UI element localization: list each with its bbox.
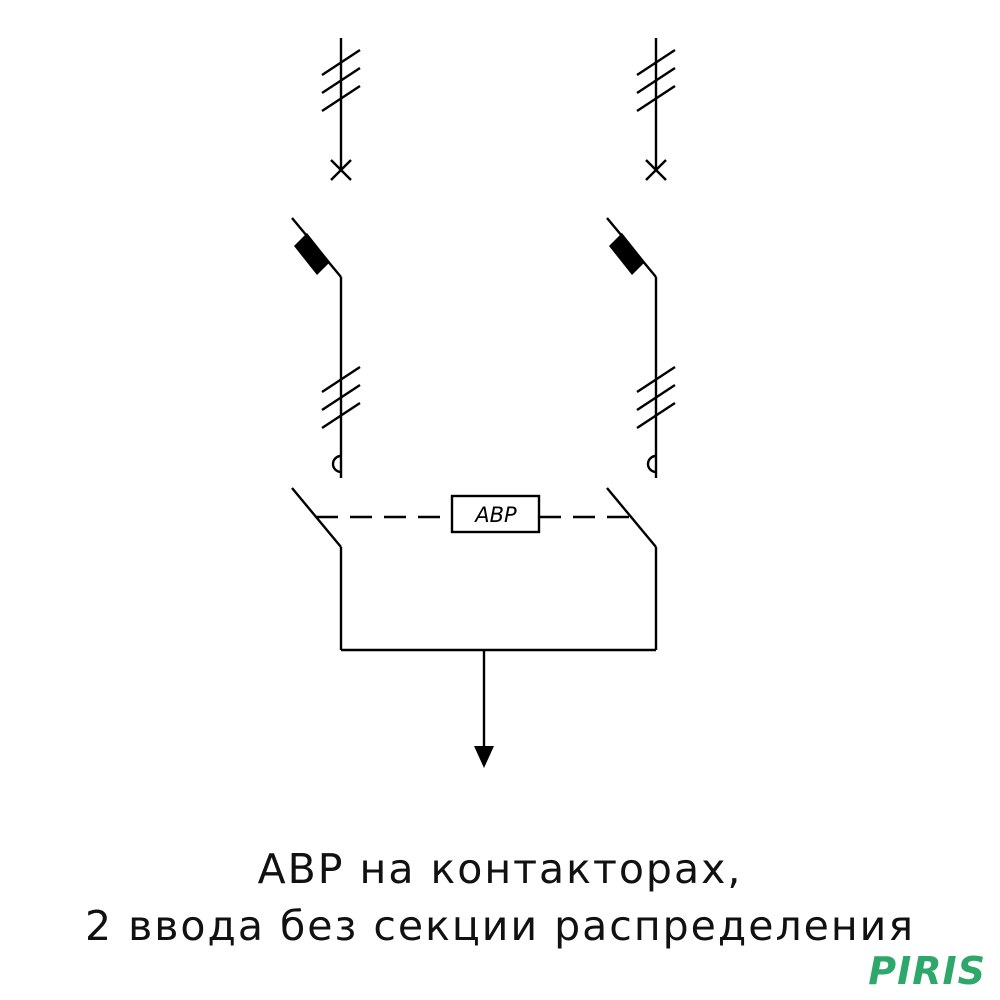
caption-line-2: 2 ввода без секции распределения [84,902,915,950]
input-1-disconnect-mark [330,159,352,181]
input-1-lower-three-phase-mark [321,365,361,430]
output-bus [341,648,656,768]
input-2-breaker-trip-block [609,233,645,275]
input-1-contact-terminal [331,454,342,474]
input-2-contact-terminal [646,454,657,474]
input-1-breaker-trip-block [294,233,330,275]
input-2-three-phase-mark [636,48,676,113]
input-2 [606,38,676,650]
input-2-circuit-breaker [606,217,658,478]
input-1-circuit-breaker [291,217,343,478]
input-2-lower-three-phase-mark [636,365,676,430]
input-1 [291,38,361,650]
input-1-three-phase-mark [321,48,361,113]
output-arrow-icon [474,746,494,768]
ats-interlock: АВР [316,494,631,534]
caption-line-1: АВР на контакторах, [257,845,743,893]
piris-logo: PIRIS [868,949,986,993]
input-2-contactor [606,487,658,650]
input-2-disconnect-mark [645,159,667,181]
input-1-contactor [291,487,343,650]
ats-relay-box [450,494,541,534]
ats-relay-label: АВР [473,503,517,527]
